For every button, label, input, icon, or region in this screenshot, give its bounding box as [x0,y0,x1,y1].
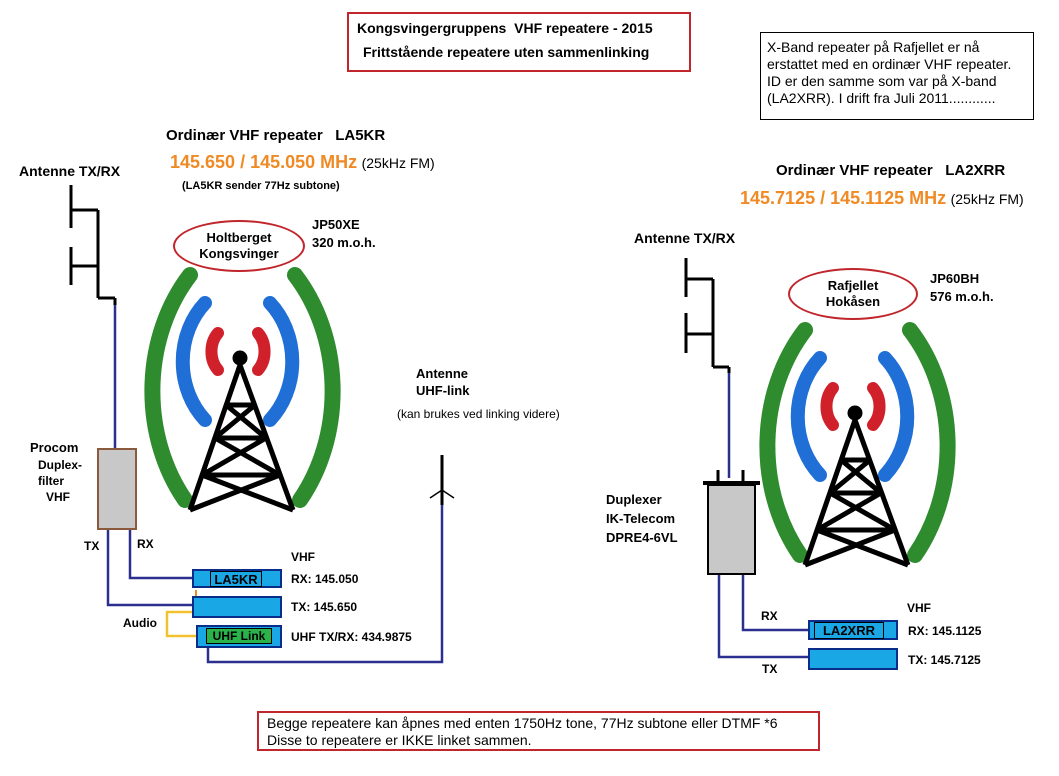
left-filter-line-3: filter [38,474,65,488]
right-duplexer-line-2: IK-Telecom [606,511,676,526]
right-radio-label: LA2XRR [814,622,884,639]
title-line-1: Kongsvingergruppens VHF repeatere - 2015 [357,20,653,36]
right-site-line-2: Hokåsen [825,294,881,309]
right-rx-frequency: RX: 145.1125 [908,624,982,638]
left-tx-tag: TX [84,539,100,553]
audio-label: Audio [123,616,157,630]
right-band: VHF [907,601,931,615]
right-altitude: 576 m.o.h. [930,289,994,304]
left-radio-label: LA5KR [210,571,262,587]
right-duplexer-line-1: Duplexer [606,492,662,507]
right-locator: JP60BH [930,271,980,286]
footer-box: Begge repeatere kan åpnes med enten 1750… [257,711,820,751]
left-tx-frequency: TX: 145.650 [291,600,358,614]
right-cables [717,373,810,659]
left-heading: Ordinær VHF repeater LA5KR [166,127,386,144]
left-locator: JP50XE [312,217,360,232]
left-frequency-line: 145.650 / 145.050 MHz (25kHz FM) [170,152,435,173]
uhf-antenna-line-2: UHF-link [416,383,470,398]
left-antenna-label: Antenne TX/RX [19,163,121,179]
left-cables [106,305,444,664]
right-site-line-1: Rafjellet [827,278,879,293]
left-filter-line-2: Duplex- [38,458,83,472]
left-signal-waves-icon [144,267,341,508]
duplexer-icon [707,484,756,575]
left-antenna-icon [69,185,117,305]
title-line-2: Frittstående repeatere uten sammenlinkin… [363,44,650,60]
duplex-filter-icon [97,448,137,530]
audio-cable [165,610,196,638]
right-rx-tag: RX [761,609,778,623]
right-frequency-line: 145.7125 / 145.1125 MHz (25kHz FM) [740,188,1024,209]
left-mode: (25kHz FM) [361,155,435,171]
left-rx-frequency: RX: 145.050 [291,572,359,586]
right-tx-frequency: TX: 145.7125 [908,653,981,667]
right-signal-waves-icon [759,322,956,563]
footer-line-2: Disse to repeatere er IKKE linket sammen… [267,732,532,748]
uhf-antenna-note: (kan brukes ved linking videre) [397,407,560,421]
right-tower-icon [802,405,911,568]
right-duplexer-line-3: DPRE4-6VL [606,530,678,545]
footer-line-1: Begge repeatere kan åpnes med enten 1750… [267,715,778,731]
right-tx-tag: TX [762,662,778,676]
right-frequency: 145.7125 / 145.1125 MHz [740,188,947,208]
left-site-line-1: Holtberget [206,230,272,245]
right-antenna-label: Antenne TX/RX [634,230,736,246]
left-filter-line-4: VHF [46,490,70,504]
right-mode: (25kHz FM) [950,191,1024,207]
right-antenna-icon [684,258,731,373]
right-heading: Ordinær VHF repeater LA2XRR [776,162,1006,179]
left-filter-line-1: Procom [30,440,79,455]
right-tx-radio [808,648,898,670]
xband-note: X-Band repeater på Rafjellet er nå ersta… [760,32,1034,120]
uhf-antenna-icon [429,455,455,505]
uhf-frequency: UHF TX/RX: 434.9875 [291,630,412,644]
left-site-ellipse: Holtberget Kongsvinger [173,220,305,272]
title-box: Kongsvingergruppens VHF repeatere - 2015… [347,12,691,72]
left-subtone: (LA5KR sender 77Hz subtone) [182,180,340,192]
left-frequency: 145.650 / 145.050 MHz [170,152,358,172]
left-tower-icon [187,350,296,513]
uhf-link-label: UHF Link [206,628,272,644]
left-site-line-2: Kongsvinger [199,246,279,261]
duplexer-connectors [703,470,760,485]
left-tx-radio [192,596,282,618]
left-rx-tag: RX [137,537,154,551]
left-band: VHF [291,550,315,564]
uhf-antenna-line-1: Antenne [416,366,468,381]
right-site-ellipse: Rafjellet Hokåsen [788,268,918,320]
left-altitude: 320 m.o.h. [312,235,376,250]
